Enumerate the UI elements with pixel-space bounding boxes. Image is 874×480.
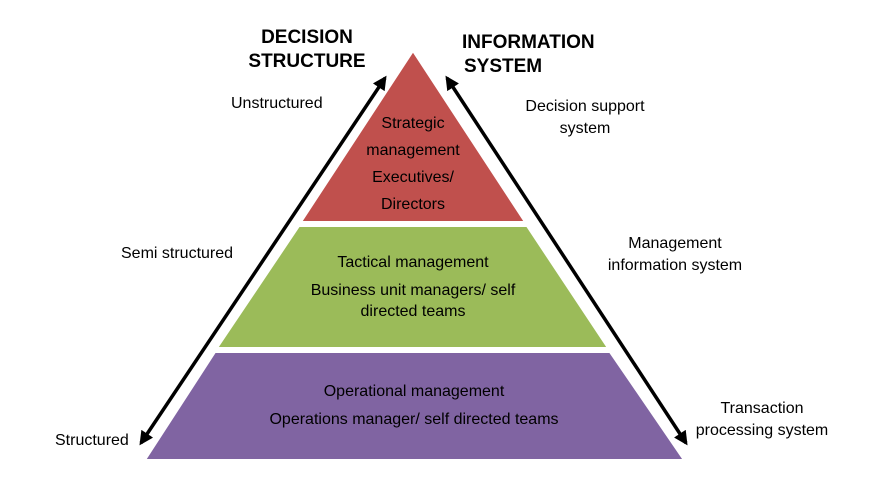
strategic-role-line1: Executives/ [372,169,454,186]
decision-heading-line1: DECISION [261,27,353,48]
mis-line2: information system [607,257,743,274]
tps-line1: Transaction [720,400,804,417]
operational-role: Operations manager/ self directed teams [269,411,559,428]
decision-heading-line2: STRUCTURE [248,51,366,72]
mis-line1: Management [628,235,722,252]
label-management-information-system: Management information system [595,233,755,277]
operational-title: Operational management [323,383,505,400]
tactical-role-line2: directed teams [360,303,466,320]
label-structured: Structured [55,432,129,449]
strategic-role-line2: Directors [380,196,445,213]
label-transaction-processing-system: Transaction processing system [687,398,837,442]
strategic-title-line2: management [366,142,460,159]
decision-structure-heading: DECISION STRUCTURE [246,26,368,74]
label-decision-support-system: Decision support system [510,96,660,140]
strategic-title-line1: Strategic [381,115,445,132]
information-heading-line1: INFORMATION [462,32,595,53]
label-unstructured: Unstructured [231,95,323,112]
label-semi-structured: Semi structured [121,245,234,262]
tactical-tier-text: Tactical management Business unit manage… [283,252,543,322]
operational-tier-text: Operational management Operations manage… [229,381,599,431]
information-system-heading: INFORMATION SYSTEM [462,31,612,79]
strategic-tier-text: Strategic management Executives/ Directo… [343,110,483,218]
tps-line2: processing system [695,422,829,439]
decision-structure-arrow [139,75,387,446]
dss-line2: system [559,120,611,137]
information-heading-line2: SYSTEM [464,56,543,77]
information-system-arrow [445,75,688,446]
tactical-title: Tactical management [337,254,489,271]
dss-line1: Decision support [525,98,645,115]
tactical-role-line1: Business unit managers/ self [310,282,516,299]
